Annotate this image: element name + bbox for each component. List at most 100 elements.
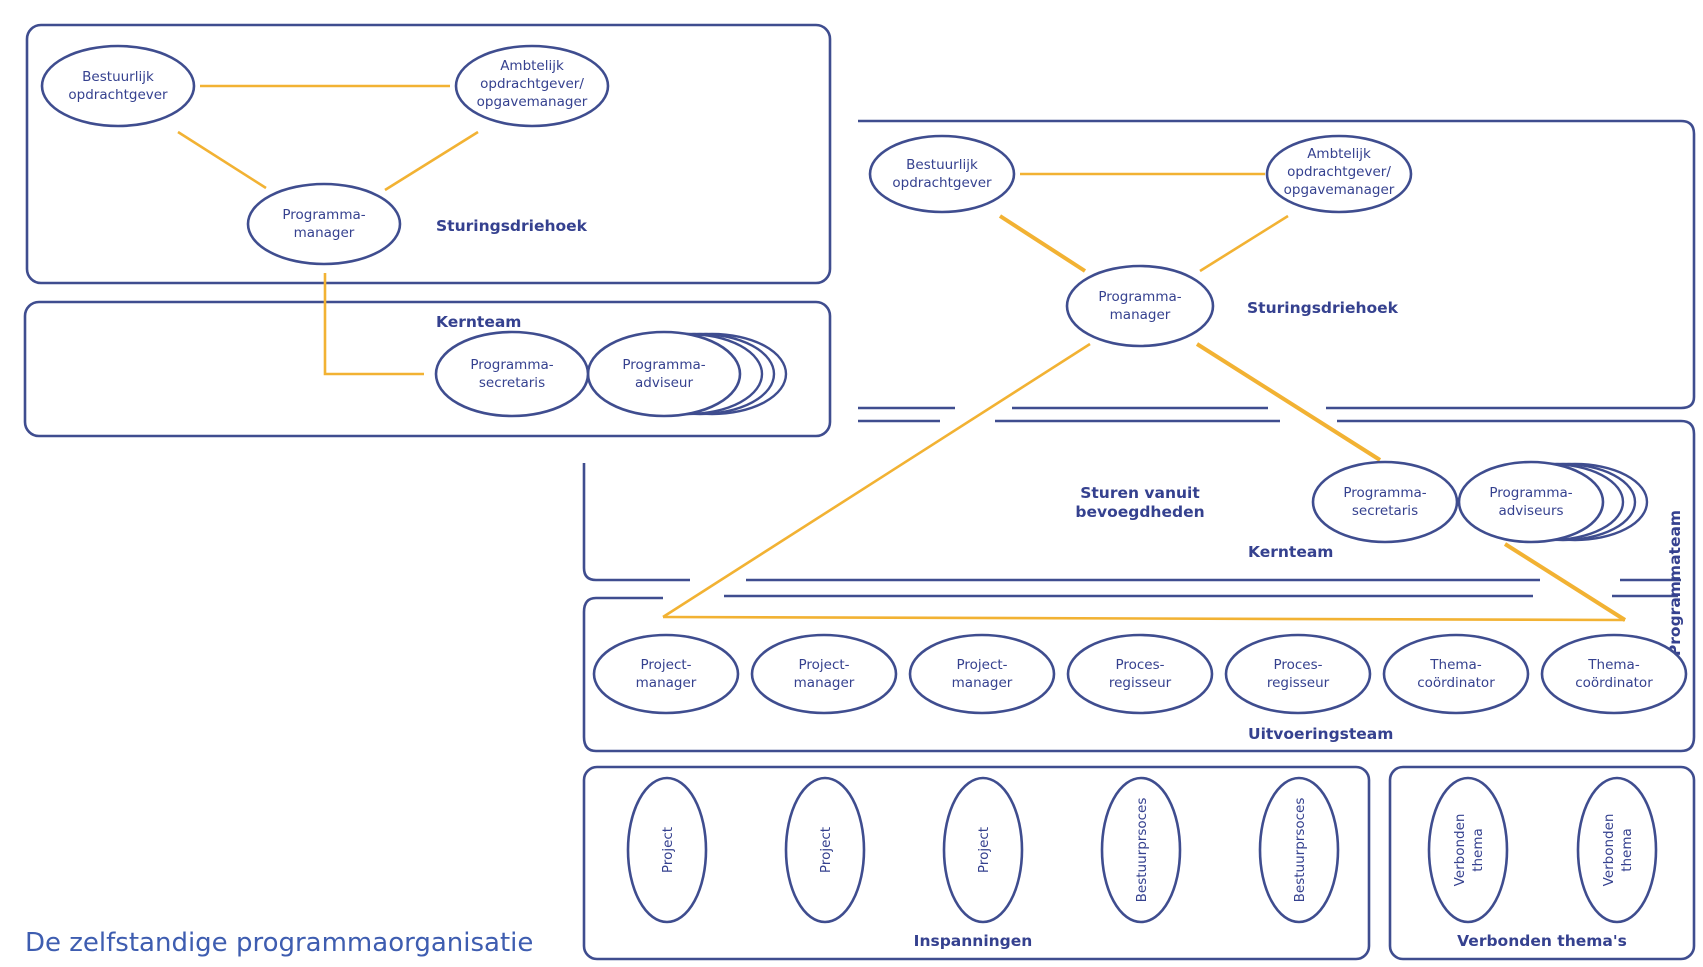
left-kernteam-label: Kernteam: [436, 313, 521, 331]
uitvoering-node-label: manager: [636, 675, 697, 691]
uitvoering-node-label: manager: [794, 675, 855, 691]
right-programmamanager-node: [1065, 264, 1215, 348]
uitvoering-node-label: regisseur: [1267, 675, 1330, 691]
verbonden-node-label: Verbonden: [1452, 814, 1468, 887]
left-kernteam-box: [23, 300, 832, 438]
uitvoering-node-label: manager: [952, 675, 1013, 691]
uitvoering-node-label: Thema-: [1587, 657, 1640, 673]
inspanning-node-label: Bestuurprsoces: [1292, 798, 1308, 903]
right-verbonden-label: Verbonden thema's: [1457, 932, 1627, 950]
inspanning-node-label: Project: [660, 827, 676, 873]
right-secretaris-line2: secretaris: [1352, 503, 1418, 519]
left-bestuurlijk-node: [40, 44, 196, 128]
verbonden-node-label: Verbonden: [1601, 814, 1617, 887]
left-bestuurlijk-line2: opdrachtgever: [68, 87, 168, 103]
verbonden-node-label: thema: [1619, 828, 1635, 872]
uitvoering-node: [750, 633, 898, 715]
uitvoering-node-label: Proces-: [1273, 657, 1322, 673]
inspanning-node-label: Bestuurprsoces: [1134, 798, 1150, 903]
right-bestuurlijk-node: [868, 134, 1016, 214]
right-connector-pm-secretaris: [1195, 342, 1382, 462]
uitvoering-nodes: Project-managerProject-managerProject-ma…: [592, 633, 1688, 715]
right-bestuurlijk-line1: Bestuurlijk: [906, 157, 978, 173]
right-inspanningen-label: Inspanningen: [914, 932, 1033, 950]
uitvoering-node: [1066, 633, 1214, 715]
uitvoering-node: [908, 633, 1056, 715]
left-programmamanager-node: [246, 182, 402, 266]
uitvoering-node-label: Project-: [798, 657, 849, 673]
inspanning-node-label: Project: [818, 827, 834, 873]
verbonden-node: [1576, 776, 1658, 924]
left-adviseur-line2: adviseur: [635, 375, 693, 391]
uitvoering-node: [1540, 633, 1688, 715]
uitvoering-node: [592, 633, 740, 715]
right-connector-adviseurs-base: [1503, 542, 1627, 622]
right-adviseurs-line1: Programma-: [1489, 485, 1572, 501]
left-ambtelijk-line1: Ambtelijk: [500, 58, 564, 74]
right-sturingsdriehoek-label: Sturingsdriehoek: [1247, 299, 1399, 317]
right-programmateam-box: [582, 419, 1696, 753]
inspanning-node-label: Project: [976, 827, 992, 873]
uitvoering-node-label: Thema-: [1429, 657, 1482, 673]
left-ambtelijk-line2: opdrachtgever/: [480, 76, 584, 92]
right-ambtelijk-line2: opdrachtgever/: [1287, 164, 1391, 180]
inspanning-node: [784, 776, 866, 924]
left-pm-line1: Programma-: [282, 207, 365, 223]
inspanning-nodes: Project Project Project Bestuurprsoces Bestu…: [626, 776, 1340, 924]
right-inspanningen-box: [582, 765, 1371, 961]
right-sturen-line2: bevoegdheden: [1075, 503, 1204, 521]
verbonden-node: [1427, 776, 1509, 924]
right-bestuurlijk-line2: opdrachtgever: [892, 175, 992, 191]
right-programmateam-label: Programmateam: [1666, 510, 1684, 656]
right-ambtelijk-line3: opgavemanager: [1284, 182, 1395, 198]
left-diagram: Bestuurlijk opdrachtgever Ambtelijk opdr…: [23, 23, 832, 438]
left-adviseur-node: [586, 330, 742, 418]
left-bestuurlijk-line1: Bestuurlijk: [82, 69, 154, 85]
right-pm-line2: manager: [1110, 307, 1171, 323]
left-sturingsdriehoek-label: Sturingsdriehoek: [436, 217, 588, 235]
inspanning-node: [626, 776, 708, 924]
right-sturen-line1: Sturen vanuit: [1080, 484, 1200, 502]
diagram-caption: De zelfstandige programmaorganisatie: [25, 928, 533, 958]
right-verbonden-box: [1388, 765, 1696, 961]
right-diagram: Bestuurlijk opdrachtgever Ambtelijk opdr…: [582, 119, 1696, 961]
uitvoering-node-label: coördinator: [1417, 675, 1495, 691]
right-sturingsdriehoek-box: [858, 119, 1696, 410]
left-pm-line2: manager: [294, 225, 355, 241]
uitvoering-node: [1382, 633, 1530, 715]
left-sturingsdriehoek-box: [25, 23, 832, 285]
right-ambtelijk-node: [1265, 134, 1413, 214]
right-connector-bestuurlijk-pm: [998, 214, 1087, 273]
left-ambtelijk-node: [454, 44, 610, 128]
right-kernteam-box: [582, 463, 690, 582]
left-connector-bestuurlijk-pm: [177, 130, 267, 190]
left-connector-pm-secretaris: [323, 273, 424, 376]
right-uitvoeringsteam-label: Uitvoeringsteam: [1248, 725, 1393, 743]
uitvoering-node-label: regisseur: [1109, 675, 1172, 691]
right-secretaris-line1: Programma-: [1343, 485, 1426, 501]
uitvoering-node-label: coördinator: [1575, 675, 1653, 691]
left-secretaris-line2: secretaris: [479, 375, 545, 391]
left-ambtelijk-line3: opgavemanager: [477, 94, 588, 110]
uitvoering-node-label: Proces-: [1115, 657, 1164, 673]
left-connector-ambtelijk-pm: [384, 130, 479, 192]
inspanning-node: [942, 776, 1024, 924]
left-secretaris-line1: Programma-: [470, 357, 553, 373]
left-secretaris-node: [434, 330, 590, 418]
right-secretaris-node: [1311, 460, 1459, 544]
right-kernteam-label: Kernteam: [1248, 543, 1333, 561]
right-adviseurs-node: [1457, 460, 1605, 544]
right-pm-line1: Programma-: [1098, 289, 1181, 305]
inspanning-node: [1100, 776, 1182, 924]
uitvoering-node-label: Project-: [640, 657, 691, 673]
left-adviseur-line1: Programma-: [622, 357, 705, 373]
verbonden-node-label: thema: [1470, 828, 1486, 872]
right-connector-pm-left: [662, 342, 1091, 619]
right-adviseurs-line2: adviseurs: [1498, 503, 1563, 519]
right-connector-base: [662, 615, 1626, 622]
right-connector-ambtelijk-pm: [1199, 214, 1289, 273]
right-ambtelijk-line1: Ambtelijk: [1307, 146, 1371, 162]
uitvoering-node: [1224, 633, 1372, 715]
